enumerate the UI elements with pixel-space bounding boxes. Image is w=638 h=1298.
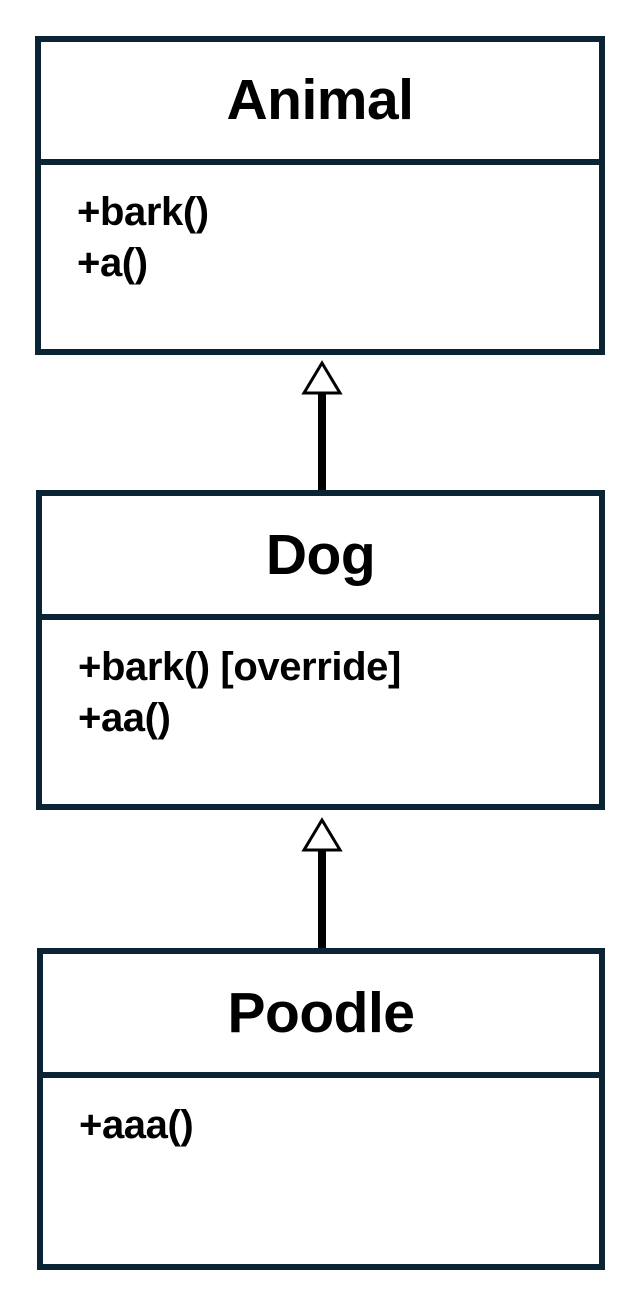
- uml-class-dog-header: Dog: [42, 496, 599, 620]
- uml-member: +a(): [77, 241, 148, 286]
- generalization-arrow-dog-to-animal: [296, 360, 348, 493]
- uml-class-animal-members: +bark() +a(): [41, 165, 599, 349]
- uml-class-poodle-name: Poodle: [227, 980, 415, 1045]
- uml-member: +bark(): [77, 190, 209, 234]
- uml-class-dog[interactable]: Dog +bark() [override] +aa(): [36, 490, 605, 810]
- uml-member: +aa(): [78, 696, 171, 741]
- uml-class-dog-members: +bark() [override] +aa(): [42, 620, 599, 804]
- uml-class-animal[interactable]: Animal +bark() +a(): [35, 36, 605, 355]
- uml-class-animal-header: Animal: [41, 42, 599, 165]
- uml-member: +aaa(): [79, 1103, 194, 1147]
- hollow-triangle-arrowhead-icon: [301, 817, 343, 852]
- generalization-arrow-poodle-to-dog: [296, 817, 348, 951]
- uml-class-poodle[interactable]: Poodle +aaa(): [37, 948, 605, 1270]
- uml-class-poodle-header: Poodle: [43, 954, 599, 1078]
- uml-class-dog-name: Dog: [265, 522, 376, 587]
- uml-member: +bark() [override]: [78, 645, 401, 689]
- hollow-triangle-arrowhead-icon: [301, 360, 343, 395]
- uml-class-animal-name: Animal: [226, 68, 414, 132]
- uml-class-poodle-members: +aaa(): [43, 1078, 599, 1264]
